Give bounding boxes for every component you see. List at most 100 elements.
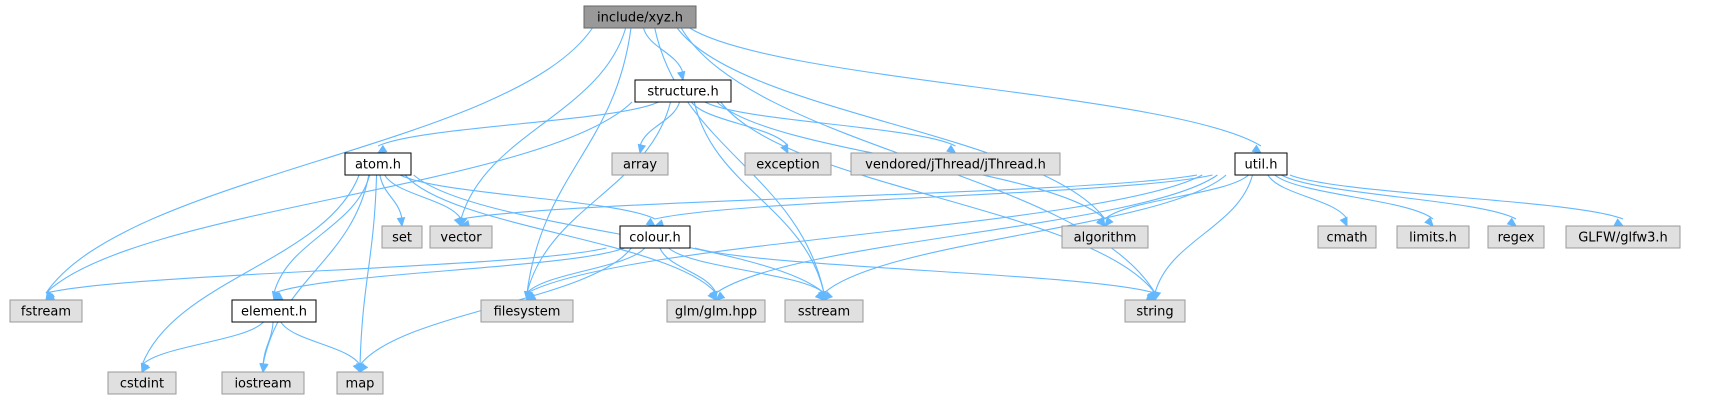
arrowhead (1424, 216, 1434, 227)
node-sstream: sstream (784, 299, 864, 323)
arrowhead (1104, 216, 1114, 227)
arrowhead (645, 217, 657, 227)
node-box (1124, 299, 1186, 323)
arrowhead (1251, 144, 1263, 154)
node-label: algorithm (1074, 231, 1137, 246)
edge-line (690, 101, 789, 147)
node-glm: glm/glm.hpp (666, 299, 766, 323)
node-box (1565, 225, 1681, 249)
edge-line (668, 247, 825, 294)
node-colour[interactable]: colour.h (619, 225, 691, 249)
edge-structure-to-exception (690, 101, 789, 155)
edge-line (1154, 174, 1254, 294)
node-map: map (336, 371, 384, 395)
edge-util-to-glfw (1289, 174, 1625, 227)
node-box (9, 299, 83, 323)
arrowhead (1506, 217, 1517, 227)
node-xyz[interactable]: include/xyz.h (583, 5, 697, 29)
edge-util-to-algorithm (1104, 174, 1249, 227)
edge-xyz-to-util (689, 27, 1263, 154)
node-util[interactable]: util.h (1234, 152, 1288, 176)
node-box (336, 371, 384, 395)
node-label: sstream (798, 305, 850, 320)
edge-line (273, 174, 371, 294)
node-structure[interactable]: structure.h (634, 79, 732, 103)
edge-structure-to-filesystem (524, 101, 672, 302)
edge-atom-to-cstdint (140, 174, 360, 374)
node-label: array (623, 158, 657, 173)
arrowhead (352, 362, 361, 374)
node-box (480, 299, 574, 323)
edge-structure-to-atom (376, 101, 659, 154)
edge-line (399, 174, 656, 220)
edge-line (676, 27, 1106, 220)
node-box (850, 152, 1061, 176)
edge-util-to-regex (1281, 174, 1517, 227)
edge-element-to-map (280, 321, 361, 374)
node-box (666, 299, 766, 323)
edge-line (526, 174, 1203, 294)
edge-line (377, 101, 659, 147)
node-algorithm: algorithm (1061, 225, 1149, 249)
node-box (381, 225, 423, 249)
edge-line (823, 174, 1227, 294)
node-box (634, 79, 732, 103)
edge-line (526, 247, 646, 294)
arrowhead (815, 290, 825, 301)
node-label: exception (756, 158, 820, 173)
node-fstream: fstream (9, 299, 83, 323)
node-array: array (611, 152, 669, 176)
node-label: filesystem (494, 305, 561, 320)
edge-xyz-to-algorithm (676, 27, 1106, 228)
node-box (1061, 225, 1149, 249)
node-label: fstream (21, 305, 71, 320)
edge-line (45, 27, 593, 294)
edge-util-to-colour (653, 174, 1213, 228)
node-limits: limits.h (1396, 225, 1470, 249)
edge-line (526, 101, 672, 294)
node-label: element.h (241, 305, 307, 320)
arrowhead (453, 216, 462, 228)
edge-line (45, 247, 607, 294)
edge-line (273, 247, 625, 294)
node-element[interactable]: element.h (231, 299, 317, 323)
arrowhead (677, 70, 686, 82)
node-label: atom.h (355, 158, 401, 173)
edge-line (654, 27, 825, 294)
arrowhead (709, 290, 718, 302)
edge-line (384, 174, 462, 220)
edge-atom-to-set (379, 174, 406, 228)
edge-line (720, 101, 1156, 294)
edge-element-to-iostream (259, 321, 274, 374)
node-vector: vector (429, 225, 493, 249)
arrowhead (637, 143, 647, 155)
node-atom[interactable]: atom.h (344, 152, 412, 176)
node-label: glm/glm.hpp (675, 305, 757, 320)
node-box (107, 371, 177, 395)
edge-line (460, 174, 1198, 220)
arrowhead (526, 290, 536, 302)
node-label: map (346, 377, 375, 392)
edge-line (45, 101, 633, 294)
node-glfw: GLFW/glfw3.h (1565, 225, 1681, 249)
node-box (619, 225, 691, 249)
edge-line (659, 247, 717, 294)
node-label: string (1136, 305, 1173, 320)
arrowhead (141, 362, 151, 374)
node-jthread: vendored/jThread/jThread.h (850, 152, 1061, 176)
node-filesystem: filesystem (480, 299, 574, 323)
node-label: regex (1498, 231, 1535, 246)
edge-line (1104, 174, 1249, 220)
edge-line (262, 174, 370, 366)
arrowhead (1339, 216, 1348, 228)
edge-line (689, 27, 1262, 147)
arrowhead (376, 144, 388, 154)
edge-colour-to-glm (659, 247, 718, 302)
node-label: structure.h (647, 85, 718, 100)
arrowhead (396, 217, 406, 228)
edge-atom-to-vector (384, 174, 462, 228)
edge-line (639, 101, 681, 147)
node-label: cmath (1326, 231, 1367, 246)
node-label: util.h (1245, 158, 1278, 173)
node-box (583, 5, 697, 29)
